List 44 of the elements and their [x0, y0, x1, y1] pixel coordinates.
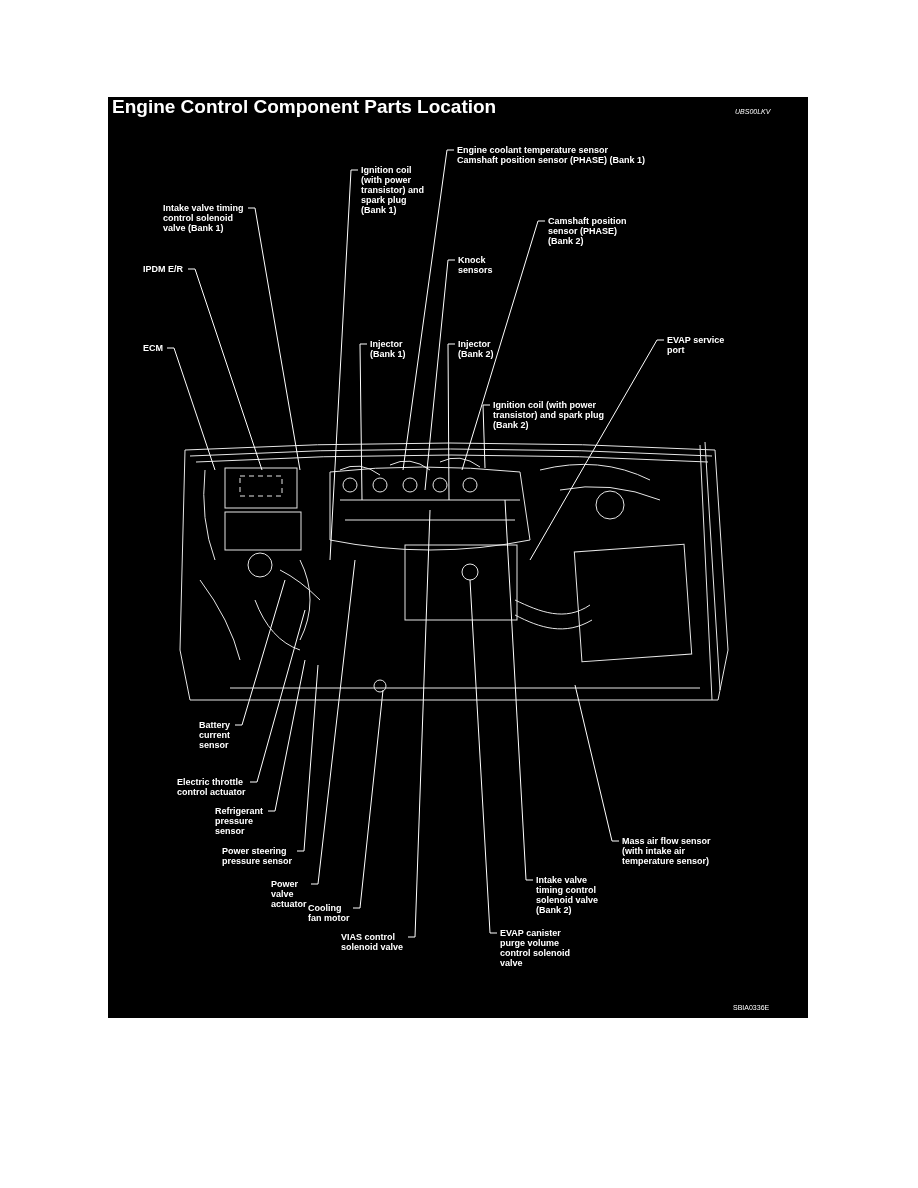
leader-line: [359, 343, 368, 501]
leader-line: [482, 404, 491, 469]
callout-label: VIAS control solenoid valve: [341, 932, 405, 952]
callout-label: Engine coolant temperature sensor: [457, 145, 610, 155]
callout-label: Power valve actuator: [271, 879, 308, 909]
callout-label: Mass air flow sensor (with intake air temperature sensor): [622, 836, 712, 866]
leader-line: [529, 339, 665, 561]
callout-label: Power steering pressure sensor: [222, 846, 294, 866]
leader-line: [469, 579, 498, 934]
leader-line: [407, 509, 431, 938]
callout-label: Cooling fan motor: [308, 903, 350, 923]
leader-line: [296, 664, 319, 852]
leader-line: [187, 268, 263, 471]
leader-line: [329, 169, 359, 561]
leader-line: [247, 207, 301, 471]
callout-label: Ignition coil (with power transistor) and spark plug (Bank 2): [493, 400, 606, 430]
leader-line: [352, 689, 384, 909]
callout-label: Intake valve timing control solenoid valve (Bank 2): [536, 875, 600, 915]
callout-label: Injector (Bank 2): [458, 339, 495, 359]
leader-line: [402, 149, 455, 471]
callout-label: EVAP canister purge volume control solenoid valve: [500, 928, 572, 968]
leader-line: [424, 259, 456, 491]
leader-line: [267, 659, 306, 812]
leader-line: [234, 579, 286, 726]
leader-line: [447, 343, 456, 501]
callout-label: IPDM E/R: [143, 264, 185, 274]
leader-line: [504, 499, 534, 881]
callout-label: Camshaft position sensor (PHASE) (Bank 2): [548, 216, 628, 246]
leader-line: [249, 609, 306, 783]
callout-label: Ignition coil (with power transistor) and spark plug (Bank 1): [361, 165, 426, 215]
callout-label: EVAP service port: [667, 335, 726, 355]
callout-label: Injector (Bank 1): [370, 339, 407, 359]
callout-label: Refrigerant pressure sensor: [215, 806, 265, 836]
diagram-title: Engine Control Component Parts Location: [112, 96, 497, 118]
callout-label: Battery current sensor: [199, 720, 232, 750]
callout-label: Knock sensors: [458, 255, 494, 275]
callout-label: ECM: [143, 343, 164, 353]
leader-line: [310, 559, 356, 885]
leader-line: [574, 684, 620, 842]
callout-label: Camshaft position sensor (PHASE) (Bank 1): [457, 155, 647, 165]
callout-label: Intake valve timing control solenoid valve (Bank 1): [163, 203, 245, 233]
leader-line: [461, 220, 546, 471]
callout-label: Electric throttle control actuator: [177, 777, 247, 797]
leader-line: [166, 347, 216, 471]
